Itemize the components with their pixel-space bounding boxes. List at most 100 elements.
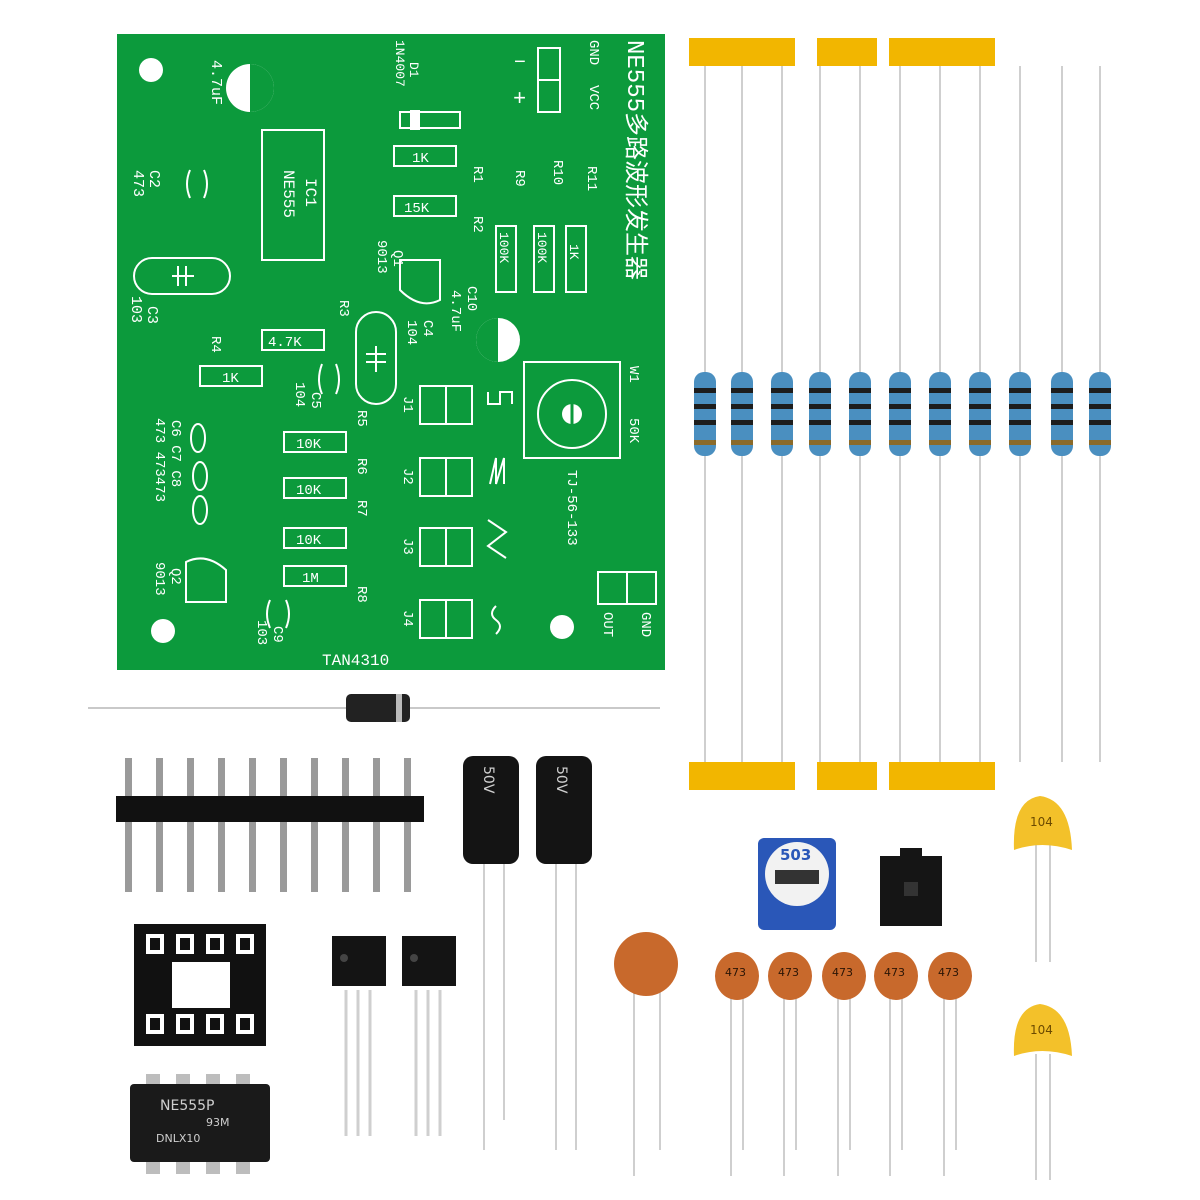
tape-bottom — [689, 762, 795, 790]
c3-ref: C3 — [143, 306, 160, 324]
chip-pin — [176, 1160, 190, 1174]
mount-hole — [550, 615, 574, 639]
power-terminal: GND VCC − + — [513, 40, 601, 113]
trimmer-potentiometer: 503 — [758, 838, 836, 930]
r7-footprint: 10K R7 — [283, 500, 369, 549]
tape-bottom — [817, 762, 877, 790]
r3-ref: R3 — [335, 300, 351, 317]
c1-value: 4.7uF — [207, 60, 224, 105]
jumper-footprints: J1 J2 J3 J4 — [399, 385, 513, 639]
output-out-label: OUT — [599, 612, 615, 637]
r8-ref: R8 — [353, 586, 369, 603]
w1-value: 50K — [625, 418, 641, 444]
w1-ref: W1 — [625, 366, 641, 383]
pcb-board: NE555多路波形发生器 GND VCC − + IC1 NE555 D1 1N… — [117, 34, 665, 670]
small-ceramic-marking: 473 — [884, 966, 905, 979]
header-pin — [249, 758, 256, 892]
r6-value: 10K — [296, 483, 322, 499]
r11-footprint: 1K R11 — [565, 166, 599, 293]
header-pin — [404, 758, 411, 892]
tape-top — [817, 38, 877, 66]
ceramic-capacitor-473: 473 — [928, 952, 972, 1176]
resistor — [809, 66, 831, 762]
large-ceramic-marking: 104 — [1030, 815, 1053, 829]
chip-line1: NE555P — [160, 1098, 214, 1114]
power-vcc-label: VCC — [585, 85, 601, 110]
electrolytic-capacitor: 50V — [463, 756, 519, 1150]
c6-c8-refs: C6 C7 C8 — [167, 420, 183, 487]
r2-value: 15K — [404, 201, 430, 217]
pcb-substrate — [117, 34, 665, 670]
resistor — [1009, 66, 1031, 762]
chip-pin — [146, 1074, 160, 1086]
r1-ref: R1 — [469, 166, 485, 183]
r8-footprint: 1M R8 — [283, 565, 369, 603]
header-pin — [280, 758, 287, 892]
c1-ref: C1 — [223, 80, 240, 98]
ceramic-capacitor-103 — [614, 932, 678, 1176]
small-ceramic-marking: 473 — [778, 966, 799, 979]
output-gnd-label: GND — [637, 612, 653, 637]
c2-ref: C2 — [145, 170, 162, 188]
r9-ref: R9 — [511, 170, 527, 187]
j1-label: J1 — [399, 396, 415, 413]
c2-footprint: C2 473 — [129, 169, 208, 199]
resistor — [849, 66, 871, 762]
r9-value: 100K — [496, 232, 511, 263]
r11-ref: R11 — [583, 166, 599, 191]
ic1-ref: IC1 — [301, 178, 319, 207]
output-terminal: GND OUT — [597, 571, 657, 637]
r10-footprint: 100K R10 — [533, 160, 565, 293]
tape-bottom — [889, 762, 995, 790]
w1-footprint: W1 50K TJ-56-133 — [523, 361, 641, 546]
dip8-socket — [134, 924, 266, 1046]
r9-footprint: 100K R9 — [495, 170, 527, 293]
r3-value: 4.7K — [268, 335, 302, 351]
chip-pin — [206, 1160, 220, 1174]
ic1-footprint: IC1 NE555 — [261, 129, 325, 261]
resistor — [889, 66, 911, 762]
r5-ref: R5 — [353, 410, 369, 427]
trimmer-marking: 503 — [780, 846, 811, 864]
ne555-chip: NE555P 93M DNLX10 — [130, 1074, 270, 1174]
r1-footprint: 1K R1 — [393, 145, 485, 183]
chip-pin — [236, 1160, 250, 1174]
q2-ref: Q2 — [167, 568, 183, 585]
resistor — [694, 66, 716, 762]
c6-c8-values: 473 473473 — [151, 418, 167, 502]
power-minus-label: − — [514, 52, 526, 75]
small-ceramic-marking: 473 — [832, 966, 853, 979]
r4-footprint: 1K R4 — [199, 336, 263, 387]
c5-value: 104 — [291, 382, 307, 407]
board-model: TAN4310 — [322, 652, 389, 670]
mount-hole — [151, 619, 175, 643]
ic1-part: NE555 — [279, 170, 297, 218]
r7-value: 10K — [296, 533, 322, 549]
jumper-cap — [880, 848, 942, 926]
resistor — [1089, 66, 1111, 762]
q2-footprint: Q2 9013 — [151, 557, 227, 603]
c10-ref: C10 — [463, 286, 479, 311]
transistor-9013 — [402, 936, 456, 1136]
header-pin — [311, 758, 318, 892]
c9-footprint: C9 103 — [253, 599, 290, 645]
c9-ref: C9 — [269, 626, 285, 643]
resistor — [969, 66, 991, 762]
resistor — [929, 66, 951, 762]
r1-value: 1K — [412, 151, 429, 167]
small-ceramic-marking: 473 — [938, 966, 959, 979]
j2-label: J2 — [399, 468, 415, 485]
c4-value: 104 — [403, 320, 419, 345]
header-pin — [156, 758, 163, 892]
c2-value: 473 — [129, 170, 146, 197]
ceramic-capacitor-473: 473 — [768, 952, 812, 1176]
r2-footprint: 15K R2 — [393, 195, 485, 233]
q1-ref: Q1 — [389, 250, 405, 267]
c4-ref: C4 — [419, 320, 435, 337]
c9-value: 103 — [253, 620, 269, 645]
chip-pin — [206, 1074, 220, 1086]
d1-part: 1N4007 — [392, 40, 407, 87]
power-gnd-label: GND — [585, 40, 601, 65]
